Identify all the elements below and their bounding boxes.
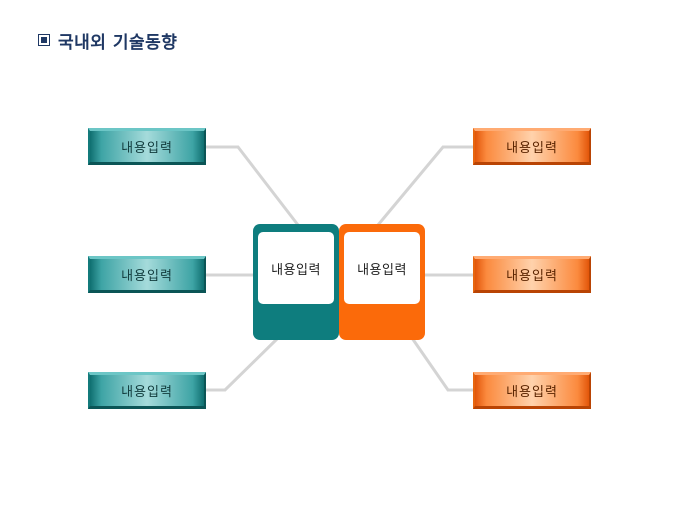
connector-right-bottom: [410, 337, 474, 392]
center-card-teal-label: 내용입력: [258, 232, 334, 304]
center-card-teal: 내용입력: [253, 224, 339, 340]
left-item-2: 내용입력: [88, 256, 206, 293]
connector-left-top: [205, 145, 300, 226]
left-item-3: 내용입력: [88, 372, 206, 409]
right-item-1: 내용입력: [473, 128, 591, 165]
square-bullet-icon: [38, 34, 50, 46]
right-item-3: 내용입력: [473, 372, 591, 409]
left-item-1: 내용입력: [88, 128, 206, 165]
center-card-orange: 내용입력: [339, 224, 425, 340]
center-card-orange-label: 내용입력: [344, 232, 420, 304]
connector-left-bottom: [205, 336, 280, 392]
header: 국내외 기술동향: [38, 28, 178, 53]
right-item-2: 내용입력: [473, 256, 591, 293]
page-title: 국내외 기술동향: [58, 32, 178, 53]
connector-right-top: [376, 145, 474, 226]
